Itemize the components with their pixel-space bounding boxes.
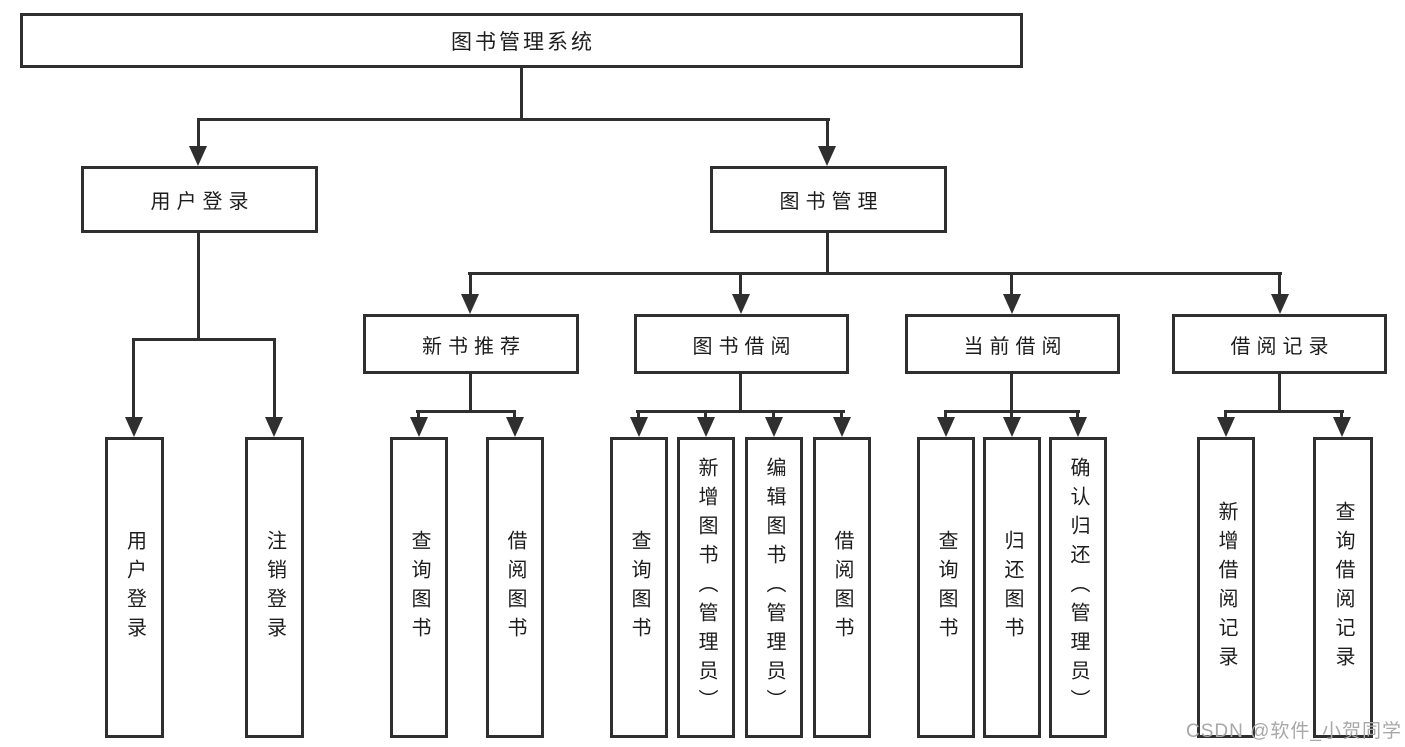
node-label: 当前借阅 xyxy=(963,335,1068,358)
connector-stub xyxy=(132,338,135,420)
leaf-query-books-borrow: 查询图书 xyxy=(610,437,668,738)
connector-stub xyxy=(197,118,200,150)
leaf-query-books-current: 查询图书 xyxy=(917,437,975,738)
node-label: 图书管理 xyxy=(779,191,884,213)
node-label: 借阅图书 xyxy=(831,529,853,646)
arrowhead-down-icon xyxy=(1003,294,1021,314)
connector-stem xyxy=(1278,374,1281,413)
connector-stub xyxy=(1224,410,1227,422)
connector-stub xyxy=(826,118,829,150)
leaf-edit-book-admin: 编辑图书（管理员） xyxy=(745,437,803,738)
leaf-add-book-admin: 新增图书（管理员） xyxy=(677,437,735,738)
leaf-query-borrow-record: 查询借阅记录 xyxy=(1313,437,1373,738)
node-borrow-records: 借阅记录 xyxy=(1172,314,1387,374)
node-label: 归还图书 xyxy=(1001,529,1023,646)
node-book-borrow: 图书借阅 xyxy=(634,314,849,374)
node-user-login: 用户登录 xyxy=(81,166,318,233)
connector-stub xyxy=(513,410,516,422)
node-label: 查询图书 xyxy=(935,529,957,646)
arrowhead-down-icon xyxy=(1003,417,1021,437)
arrowhead-down-icon xyxy=(1333,417,1351,437)
leaf-logout: 注销登录 xyxy=(245,437,304,738)
leaf-borrow-books-recommend: 借阅图书 xyxy=(486,437,544,738)
connector-stub xyxy=(1278,272,1281,297)
leaf-query-books-recommend: 查询图书 xyxy=(390,437,448,738)
node-label: 借阅记录 xyxy=(1230,335,1335,358)
arrowhead-down-icon xyxy=(697,417,715,437)
node-book-management: 图书管理 xyxy=(710,166,947,233)
connector-split xyxy=(636,410,845,413)
connector-stub xyxy=(1010,410,1013,422)
connector-stub xyxy=(1076,410,1079,422)
arrowhead-down-icon xyxy=(1069,417,1087,437)
node-root: 图书管理系统 xyxy=(20,13,1023,68)
connector-root-split xyxy=(197,118,830,121)
node-label: 图书借阅 xyxy=(692,335,797,358)
connector-split xyxy=(416,410,516,413)
connector-root-stem xyxy=(520,68,523,121)
connector-split xyxy=(132,338,276,341)
connector-stem xyxy=(1010,374,1013,413)
connector-stub xyxy=(1340,410,1343,422)
connector-stub xyxy=(739,272,742,297)
arrowhead-down-icon xyxy=(937,417,955,437)
connector-split xyxy=(1224,410,1344,413)
leaf-add-borrow-record: 新增借阅记录 xyxy=(1197,437,1255,738)
node-current-borrow: 当前借阅 xyxy=(905,314,1120,374)
node-label: 查询图书 xyxy=(628,529,650,646)
connector-stem xyxy=(469,374,472,413)
connector-stub xyxy=(273,338,276,420)
node-label: 图书管理系统 xyxy=(451,30,595,54)
csdn-watermark: CSDN @软件_小贺同学 xyxy=(1186,721,1402,742)
arrowhead-down-icon xyxy=(833,417,851,437)
arrowhead-down-icon xyxy=(630,417,648,437)
arrowhead-down-icon xyxy=(765,417,783,437)
leaf-confirm-return-admin: 确认归还（管理员） xyxy=(1049,437,1107,738)
arrowhead-down-icon xyxy=(506,417,524,437)
arrowhead-down-icon xyxy=(461,294,479,314)
connector-stub xyxy=(1010,272,1013,297)
node-label: 确认归还（管理员） xyxy=(1067,457,1089,718)
node-label: 新书推荐 xyxy=(422,335,526,358)
connector-stub xyxy=(469,272,472,297)
leaf-borrow-books-borrow: 借阅图书 xyxy=(813,437,871,738)
node-label: 查询图书 xyxy=(408,529,430,646)
connector-stub xyxy=(772,410,775,422)
arrowhead-down-icon xyxy=(1271,294,1289,314)
connector-split xyxy=(468,272,1282,275)
arrowhead-down-icon xyxy=(125,417,143,437)
node-label: 查询借阅记录 xyxy=(1332,500,1354,675)
node-label: 注销登录 xyxy=(263,529,286,646)
leaf-user-login: 用户登录 xyxy=(105,437,164,738)
node-label: 用户登录 xyxy=(150,191,255,213)
leaf-return-books: 归还图书 xyxy=(983,437,1041,738)
node-label: 编辑图书（管理员） xyxy=(763,457,785,718)
node-label: 新增图书（管理员） xyxy=(695,457,717,718)
arrowhead-down-icon xyxy=(189,146,207,166)
connector-stub xyxy=(944,410,947,422)
connector-stub xyxy=(704,410,707,422)
arrowhead-down-icon xyxy=(1217,417,1235,437)
node-label: 用户登录 xyxy=(123,529,146,646)
arrowhead-down-icon xyxy=(732,294,750,314)
connector-stub xyxy=(840,410,843,422)
arrowhead-down-icon xyxy=(818,146,836,166)
arrowhead-down-icon xyxy=(410,417,428,437)
node-new-book-recommend: 新书推荐 xyxy=(363,314,579,374)
node-label: 新增借阅记录 xyxy=(1215,500,1237,675)
connector-stem xyxy=(826,233,829,275)
connector-stem xyxy=(739,374,742,413)
arrowhead-down-icon xyxy=(265,417,283,437)
connector-stub xyxy=(417,410,420,422)
connector-stem xyxy=(197,233,200,341)
connector-stub xyxy=(637,410,640,422)
node-label: 借阅图书 xyxy=(504,529,526,646)
